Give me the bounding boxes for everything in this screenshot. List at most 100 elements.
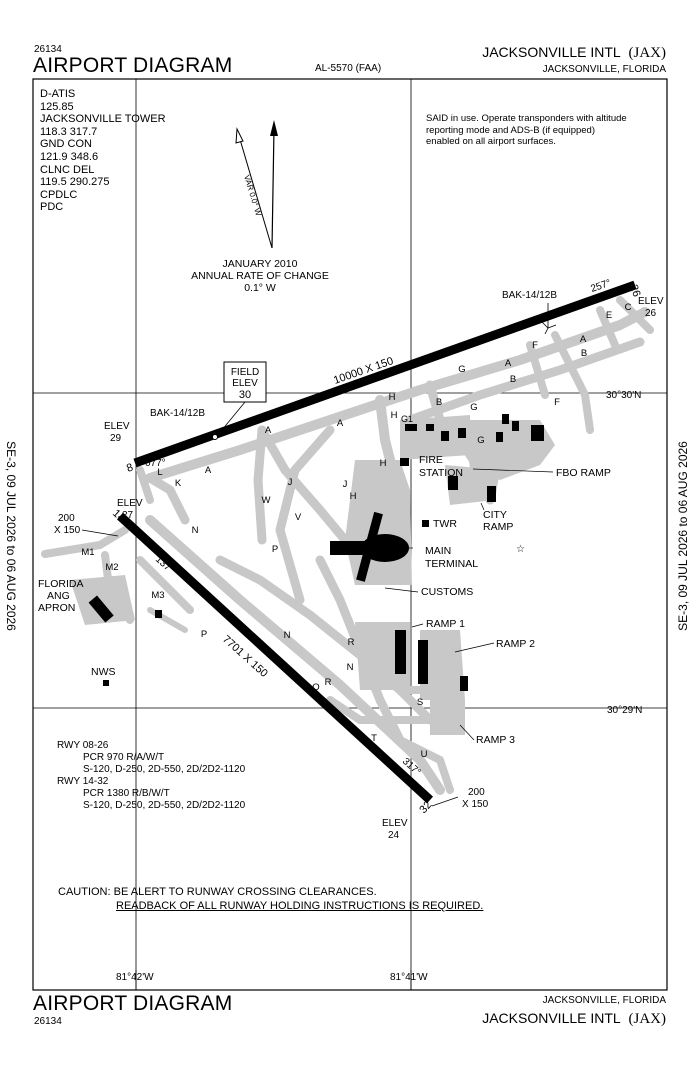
field-elev-label-1: FIELD <box>231 367 259 378</box>
svg-text:H: H <box>389 392 396 403</box>
svg-text:A: A <box>580 334 587 345</box>
svg-text:CUSTOMS: CUSTOMS <box>421 586 473 598</box>
svg-text:ELEV: ELEV <box>232 378 258 389</box>
svg-text:H: H <box>350 491 357 502</box>
blast-pad-32-label: 200 <box>468 787 485 798</box>
svg-text:F: F <box>554 397 560 408</box>
svg-text:N: N <box>347 662 354 673</box>
rwy-end-32: 32 <box>417 799 434 816</box>
star-icon: ☆ <box>516 544 525 555</box>
svg-text:RAMP 2: RAMP 2 <box>496 638 535 650</box>
main-terminal-building <box>330 511 409 582</box>
north-arrow-icon <box>235 120 278 249</box>
page-title: AIRPORT DIAGRAM <box>33 54 233 77</box>
bak-label-east: BAK-14/12B <box>502 290 557 301</box>
svg-text:RAMP 3: RAMP 3 <box>476 734 515 746</box>
svg-text:C: C <box>625 302 632 313</box>
svg-text:29: 29 <box>110 433 122 444</box>
bak-label-west: BAK-14/12B <box>150 408 205 419</box>
magnetic-variation-info: JANUARY 2010 ANNUAL RATE OF CHANGE 0.1° … <box>191 258 329 294</box>
taxiway-network <box>41 296 654 795</box>
svg-text:N: N <box>192 525 199 536</box>
svg-text:E: E <box>606 310 612 321</box>
elev-label-32: ELEV <box>382 818 408 829</box>
svg-text:M3: M3 <box>151 590 164 601</box>
city-state-bottom: JACKSONVILLE, FLORIDA <box>542 995 666 1006</box>
runway-data-table: RWY 08-26 PCR 970 R/A/W/T S-120, D-250, … <box>57 740 246 811</box>
elev-label-8: ELEV <box>104 421 130 432</box>
svg-text:S: S <box>417 697 423 708</box>
mag-var-label: VAR 0.0° W <box>242 174 263 217</box>
svg-text:30: 30 <box>239 389 251 401</box>
facility-labels: FIRE STATION FBO RAMP CITY RAMP TWR MAIN… <box>38 454 611 746</box>
svg-text:G: G <box>470 402 477 413</box>
lat-north-label: 30°30'N <box>606 390 641 401</box>
field-elev-box <box>212 361 267 440</box>
svg-text:A: A <box>337 418 344 429</box>
rwy-end-26: 26 <box>627 283 642 298</box>
rwy-end-8: 8 <box>125 461 135 474</box>
frequency-line: D-ATIS <box>40 88 76 100</box>
svg-text:H: H <box>391 410 398 421</box>
svg-text:A: A <box>505 358 512 369</box>
svg-text:M1: M1 <box>81 547 94 558</box>
svg-text:FIRE: FIRE <box>419 454 443 466</box>
svg-text:NWS: NWS <box>91 666 116 678</box>
svg-text:R: R <box>325 677 332 688</box>
lon-west-label: 81°42'W <box>116 972 154 983</box>
svg-text:B: B <box>510 374 516 385</box>
svg-text:RAMP: RAMP <box>483 521 513 533</box>
runway-14-32 <box>116 512 434 804</box>
frequency-line: JACKSONVILLE TOWER <box>40 113 166 126</box>
svg-text:X 150: X 150 <box>462 799 489 810</box>
svg-text:R: R <box>348 637 355 648</box>
svg-text:A: A <box>265 425 272 436</box>
caution-note: CAUTION: BE ALERT TO RUNWAY CROSSING CLE… <box>58 886 484 912</box>
airport-name-top: JACKSONVILLE INTL (JAX) <box>482 44 666 61</box>
svg-text:T: T <box>371 733 377 744</box>
diagram-frame <box>32 78 668 991</box>
doc-number-bottom: 26134 <box>34 1016 62 1027</box>
frequency-line: CPDLC <box>40 188 78 201</box>
frequency-line: PDC <box>40 201 64 214</box>
svg-text:J: J <box>343 479 348 490</box>
svg-text:26: 26 <box>645 308 657 319</box>
frequency-line: 119.5 290.275 <box>40 176 110 189</box>
svg-text:B: B <box>581 348 587 359</box>
elev-label-26: ELEV <box>638 296 664 307</box>
svg-text:CITY: CITY <box>483 509 507 521</box>
svg-text:G: G <box>477 435 484 446</box>
svg-text:STATION: STATION <box>419 467 463 479</box>
hdg-077: 077° <box>145 458 166 469</box>
airport-name-bottom: JACKSONVILLE INTL (JAX) <box>482 1010 666 1027</box>
footer-title: AIRPORT DIAGRAM <box>33 992 233 1015</box>
svg-text:P: P <box>201 629 207 640</box>
taxiway-labels: A A A A A B B B C E F F G G G H H H H J … <box>81 302 631 760</box>
svg-text:27: 27 <box>122 510 134 521</box>
svg-text:J: J <box>288 477 293 488</box>
city-state-top: JACKSONVILLE, FLORIDA <box>542 64 666 75</box>
svg-text:FLORIDA: FLORIDA <box>38 578 84 590</box>
frequency-line: 121.9 348.6 <box>40 150 99 163</box>
svg-text:L: L <box>157 467 162 478</box>
said-note: SAID in use. Operate transponders with a… <box>426 113 627 147</box>
svg-text:M2: M2 <box>105 562 118 573</box>
al-number: AL-5570 (FAA) <box>315 63 382 74</box>
svg-text:W: W <box>262 495 271 506</box>
svg-text:B: B <box>436 397 442 408</box>
svg-text:APRON: APRON <box>38 602 75 614</box>
svg-text:U: U <box>421 749 428 760</box>
svg-text:TWR: TWR <box>433 518 457 530</box>
svg-text:X 150: X 150 <box>54 525 81 536</box>
svg-text:N: N <box>284 630 291 641</box>
svg-text:ANG: ANG <box>47 590 70 602</box>
svg-text:TERMINAL: TERMINAL <box>425 558 478 570</box>
buildings <box>88 414 544 691</box>
elev-label-14: ELEV <box>117 498 143 509</box>
lat-south-label: 30°29'N <box>607 705 642 716</box>
lon-east-label: 81°41'W <box>390 972 428 983</box>
svg-text:P: P <box>272 544 278 555</box>
runway-08-26 <box>133 280 637 468</box>
svg-text:K: K <box>175 478 182 489</box>
